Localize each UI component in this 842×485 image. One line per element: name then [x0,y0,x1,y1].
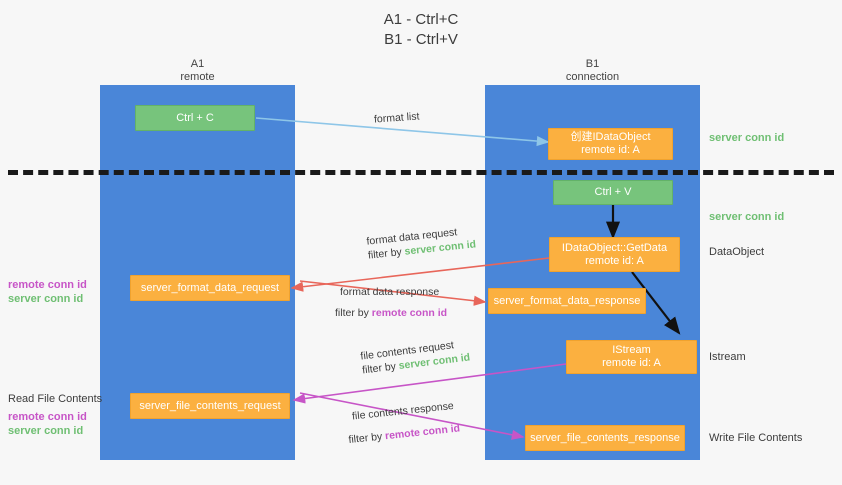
box-getdata-id: remote id: A [585,254,644,267]
lane-header-a1: A1 remote [100,58,295,84]
annotation-server-conn-id-3: server conn id [8,293,84,305]
box-server-file-contents-response-label: server_file_contents_response [530,431,680,444]
edge-label-format-data-response-filter: filter by remote conn id [335,306,447,320]
edge-label-file-contents-request: file contents request filter by server c… [360,336,471,377]
edge-label-format-data-response: format data response filter by remote co… [335,285,447,320]
title-line-2: B1 - Ctrl+V [384,31,458,48]
lane-a1-sub: remote [180,71,215,83]
box-getdata-title: IDataObject::GetData [561,241,668,254]
annotation-remote-conn-id-1: remote conn id [8,279,87,291]
box-ctrl-v[interactable]: Ctrl + V [553,180,673,205]
annotation-istream: Istream [709,351,746,363]
filter-prefix-2: filter by [335,307,372,319]
annotation-group-conn-ids-1: remote conn id server conn id [8,278,87,306]
annotation-read-file-contents: Read File Contents [8,393,103,405]
lane-b1-name: B1 [585,58,600,70]
filter-prefix-4: filter by [347,430,386,447]
box-server-format-data-request[interactable]: server_format_data_request [130,275,290,301]
box-server-file-contents-response[interactable]: server_file_contents_response [525,425,685,451]
lane-a1-name: A1 [190,58,205,70]
box-ctrl-c-label: Ctrl + C [176,111,214,124]
annotation-group-conn-ids-2: remote conn id server conn id [8,410,87,438]
edge-label-format-data-request: format data request filter by server con… [366,223,477,262]
filter-prefix-1: filter by [367,245,406,262]
box-create-idataobject-id: remote id: A [581,144,640,156]
box-istream[interactable]: IStream remote id: A [566,340,697,374]
annotation-write-file-contents: Write File Contents [709,432,803,444]
edge-label-format-data-response-main: format data response [340,286,440,298]
annotation-server-conn-id-1: server conn id [709,132,785,144]
page-title: A1 - Ctrl+C B1 - Ctrl+V [0,10,842,50]
box-create-idataobject[interactable]: 创建IDataObject remote id: A [548,128,673,160]
box-create-idataobject-title: 创建IDataObject [570,131,651,143]
box-server-file-contents-request-label: server_file_contents_request [139,399,281,412]
edge-label-file-contents-response-main: file contents response [351,399,455,423]
annotation-server-conn-id-2: server conn id [709,211,785,223]
annotation-remote-conn-id-2: remote conn id [8,411,87,423]
lane-b1-sub: connection [565,71,620,83]
filter-key-remote-conn-id-1: remote conn id [371,307,448,319]
annotation-server-conn-id-4: server conn id [8,425,84,437]
box-istream-title: IStream [612,344,651,356]
edge-label-file-contents-response-filter: filter by remote conn id [348,421,461,447]
box-istream-id: remote id: A [602,357,661,369]
box-ctrl-v-label: Ctrl + V [594,186,632,198]
edge-label-file-contents-response: file contents response filter by remote … [348,399,461,447]
annotation-dataobject: DataObject [709,246,765,258]
box-ctrl-c[interactable]: Ctrl + C [135,105,255,131]
box-server-format-data-request-label: server_format_data_request [140,281,280,294]
box-server-format-data-response-label: server_format_data_response [493,294,641,307]
box-server-format-data-response[interactable]: server_format_data_response [488,288,646,314]
box-idataobject-getdata[interactable]: IDataObject::GetData remote id: A [549,237,680,272]
title-line-1: A1 - Ctrl+C [383,11,459,28]
lane-header-b1: B1 connection [485,58,700,84]
box-server-file-contents-request[interactable]: server_file_contents_request [130,393,290,419]
phase-divider [8,170,834,175]
filter-prefix-3: filter by [361,360,400,377]
edge-label-format-list: format list [373,110,420,126]
filter-key-remote-conn-id-2: remote conn id [384,422,461,443]
